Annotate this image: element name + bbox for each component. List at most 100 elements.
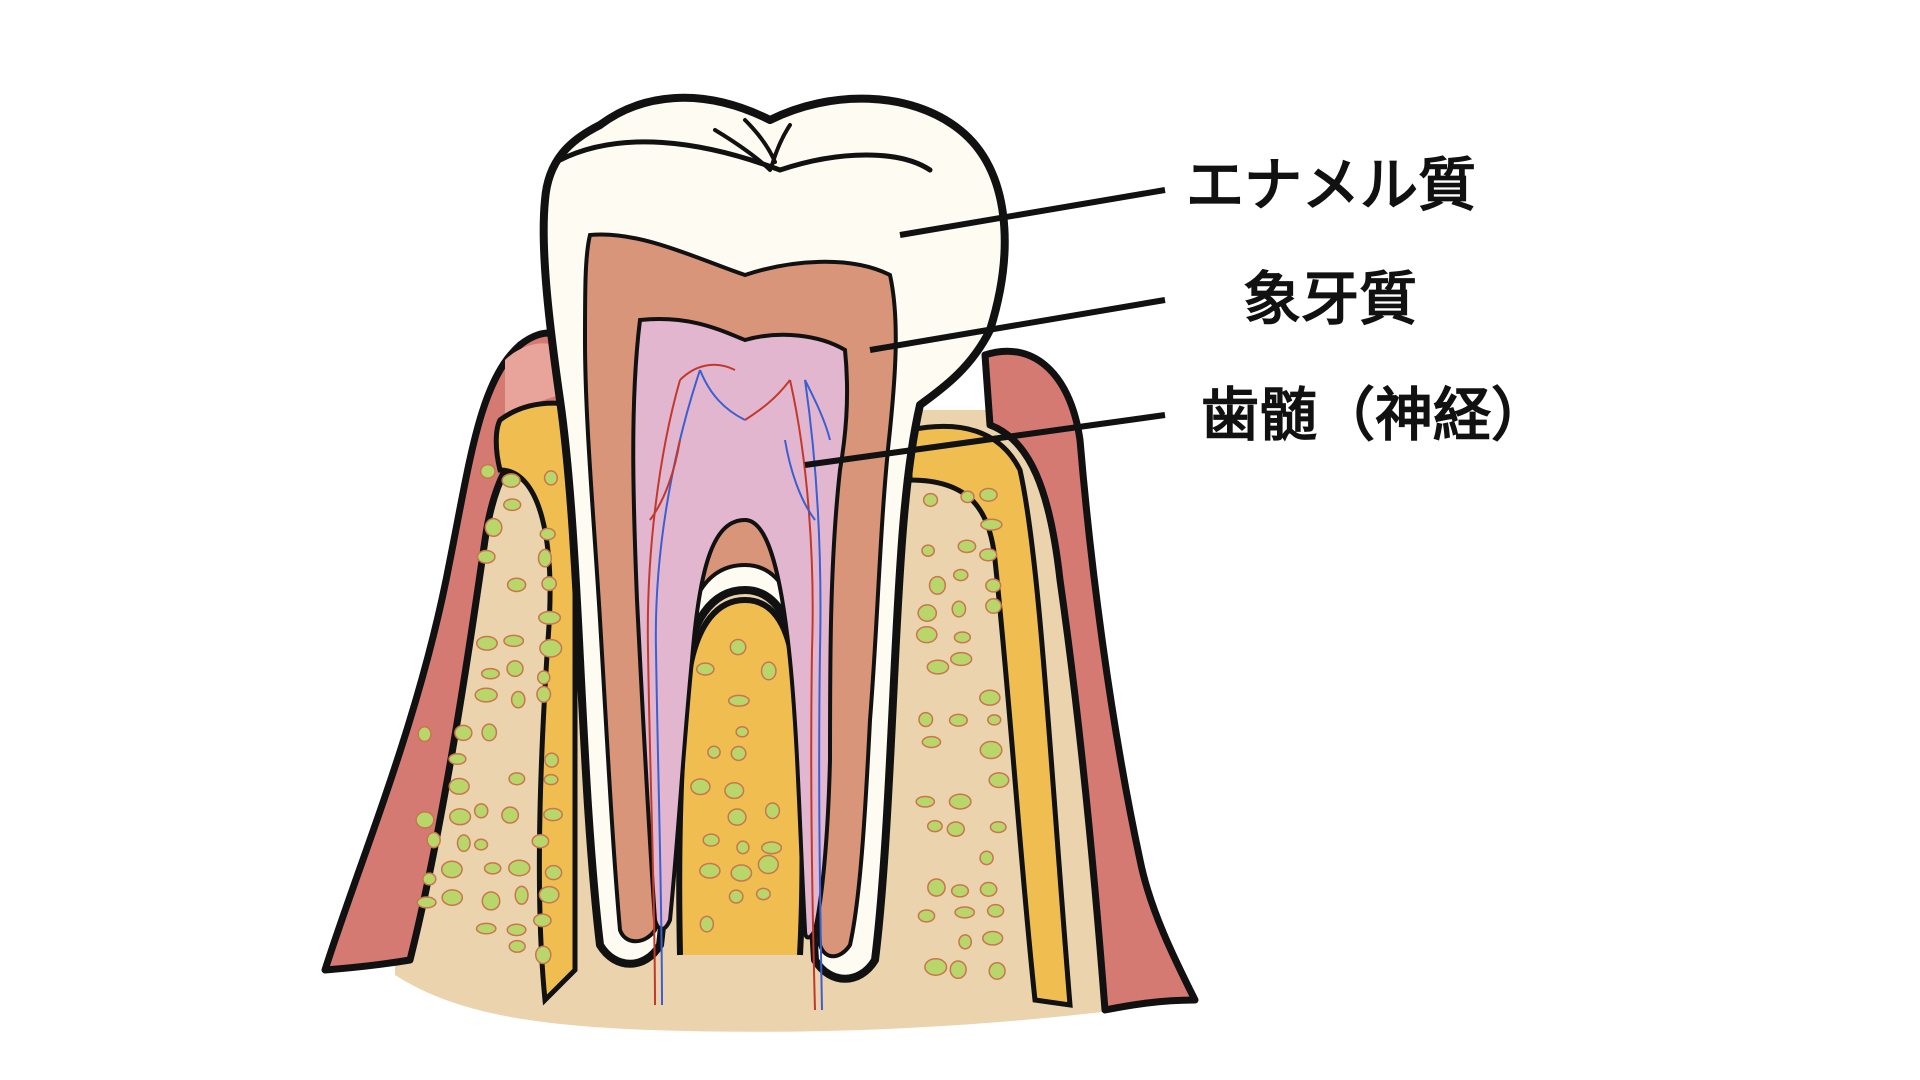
bone-cell [538,610,562,625]
bone-cell [957,539,977,554]
bone-cell [927,878,946,897]
bone-cell [695,662,715,676]
enamel-inner-line [557,139,933,173]
bone-cell [417,725,432,743]
bone-cell [951,600,967,618]
bone-cell [480,667,500,680]
bone-cell [958,934,973,950]
bone-cell [473,803,489,819]
bone-cell [501,473,521,488]
bone-cell [448,808,472,826]
bone-cell [544,752,560,768]
bone-cell [760,661,777,681]
bone-cell [924,958,948,976]
bone-cell [764,802,781,820]
bone-cell [536,685,552,703]
bone-cell [979,548,998,562]
bone-cell [954,906,976,919]
bone-cell [506,923,527,937]
pulp-vessel [784,439,816,521]
bone-cell [952,568,969,582]
bone-cell [979,850,994,866]
bone-cell [922,492,939,508]
bone-cell [918,711,934,728]
bone-cell [699,862,721,879]
bone-cell [727,694,750,707]
bone-cell [506,577,527,593]
cementum-right [907,423,1073,1008]
bone-cell [501,806,520,824]
pulp-vessel [679,363,736,381]
bone-cell [503,634,525,648]
bone-cell [508,772,526,786]
bone-cell [536,670,551,685]
bone-cell [503,498,522,512]
bone-cell [926,659,950,675]
bone-cell [537,548,553,568]
bone-cell [448,777,470,795]
bone-cell [481,891,501,911]
pulp-vessel [649,439,681,521]
pulp-label: 歯髄（神経） [1201,381,1550,449]
bone-cell [475,922,497,935]
bone-cell [441,889,464,907]
bone-cell [917,909,936,923]
bone-cell [730,864,753,882]
bone-cell [761,841,783,855]
bone-cell [735,726,749,738]
pulp-vessel [804,379,831,441]
bone-cell [456,834,471,853]
bone-cell [538,885,560,904]
bone-cell [475,635,498,651]
bone-cell [539,638,563,658]
enamel-label: エナメル質 [1186,151,1477,219]
bone-cell [481,723,498,742]
bone-cell [755,887,771,901]
bone-cell [980,518,1003,531]
bone-cell [544,864,563,881]
bone-cell [422,872,437,886]
bone-cell [532,913,552,928]
pulp-vessel [789,379,816,1011]
bone-cell [988,962,1006,980]
bone-cell [921,735,942,749]
bone-cell [987,714,1002,726]
bone-cell [950,884,970,898]
bone-cell [736,840,750,855]
bone-cell [953,631,972,644]
bone-cell [948,793,972,810]
bone-cell [448,752,467,765]
bone-cell [949,651,973,667]
bone-cell [539,527,556,541]
bone-cell [757,854,780,875]
bone-cell [989,820,1007,834]
bone-cell [534,945,552,965]
bone-cell [416,896,437,909]
enamel-leader-line [899,187,1166,238]
bone-cell [728,889,744,904]
bone-cell [948,713,968,727]
bone-cell [986,903,1005,918]
bone-cell [928,575,947,595]
bone-cell [727,808,747,826]
bone-cell [979,487,998,502]
pulp-vessel [646,379,681,1006]
pulp-leader-line [804,412,1166,468]
bone-cell [985,598,1002,614]
bone-cell [543,807,563,822]
pulp-vessels [646,363,831,1011]
bone-cell [531,833,550,849]
bone-cell [507,859,531,877]
bone-cell [985,578,1002,593]
bone-cell [949,960,967,979]
bone-cell [690,778,711,796]
bone-cell [926,819,943,833]
pulp-vessel [804,379,823,1011]
bone-cell [484,517,503,538]
bone-cell [979,689,1001,706]
bone-cell [960,490,975,504]
pulp-vessel [744,379,791,421]
pulp-vessel [699,369,746,421]
